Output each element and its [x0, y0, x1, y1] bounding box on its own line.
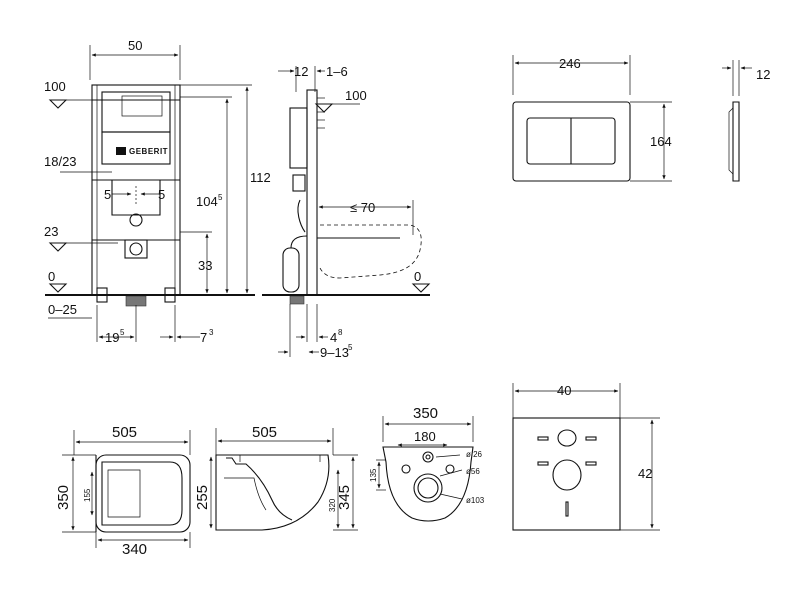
frame-width-label: 50	[128, 38, 142, 53]
frame-height-total-label: 112	[250, 170, 271, 185]
wc-side-height-label: 255	[194, 485, 211, 510]
frame-bottom-left-sup: 5	[120, 328, 125, 337]
mat-width-label: 40	[557, 383, 571, 398]
brand-logo-icon	[116, 147, 126, 155]
side-projection-label: ≤ 70	[350, 200, 375, 215]
frame-level-mid-label: 23	[44, 224, 58, 239]
wc-side-height-total-label: 345	[336, 485, 353, 510]
frame-height-inlet-label: 33	[198, 258, 212, 273]
wc-back-height-holes-label: 135	[369, 468, 378, 482]
wc-top-outline	[95, 454, 191, 533]
wc-top-inner-dim-label: 155	[83, 488, 92, 502]
frame-bottom-left-label: 19	[105, 330, 119, 345]
wc-side-view: 505 255 320 345	[194, 424, 358, 531]
wc-top-width-label: 350	[55, 485, 72, 510]
wc-side-outline	[215, 454, 330, 531]
wc-back-hole-dia-large-label: ø103	[466, 496, 485, 505]
side-depth-top-label: 12	[294, 64, 308, 79]
mat-height-label: 42	[638, 466, 652, 481]
flush-plate-side-view: 12	[722, 60, 770, 182]
plate-depth-label: 12	[756, 67, 770, 82]
wc-side-length-label: 505	[252, 424, 277, 441]
frame-height-top-sup: 5	[218, 193, 223, 202]
side-level-top-label: 100	[345, 88, 367, 103]
wc-side-height-mid-label: 320	[328, 498, 337, 512]
frame-level-top-label: 100	[44, 79, 66, 94]
frame-bottom-right-sup: 3	[209, 328, 214, 337]
side-bottom-b-label: 9–13	[320, 345, 349, 360]
mat-outline	[512, 417, 621, 531]
frame-height-top-label: 104	[196, 194, 218, 209]
flush-plate-front-view: 246 164	[512, 55, 672, 182]
frame-inner-left-label: 5	[104, 187, 111, 202]
frame-inner-right-label: 5	[158, 187, 165, 202]
frame-bottom-right-label: 7	[200, 330, 207, 345]
plate-outline	[512, 101, 631, 182]
wc-top-length-label: 505	[112, 424, 137, 441]
wc-back-hole-spacing-label: 180	[414, 429, 436, 444]
brand-label: GEBERIT	[129, 147, 168, 156]
wc-back-hole-dia-small-label: ø 26	[466, 450, 483, 459]
wc-back-hole-dia-mid-label: ø56	[466, 467, 480, 476]
wc-top-view: 505 350 155 340	[55, 424, 191, 558]
sound-mat-view: 40 42	[512, 383, 660, 531]
wc-back-outline	[382, 446, 474, 522]
frame-side-view: 12 1–6 100 ≤ 70 0	[262, 64, 431, 360]
wc-back-width-label: 350	[413, 405, 438, 422]
frame-level-floor-label: 0	[48, 269, 55, 284]
side-depth-range-label: 1–6	[326, 64, 348, 79]
side-level-floor-label: 0	[414, 269, 421, 284]
side-bottom-a-label: 4	[330, 330, 337, 345]
side-bottom-b-sup: 5	[348, 343, 353, 352]
frame-front-view: 50 GEBERIT 100 18/23 5 5	[44, 38, 271, 345]
frame-range-spacing-label: 18/23	[44, 154, 77, 169]
wc-top-inner-width-label: 340	[122, 541, 147, 558]
side-bottom-a-sup: 8	[338, 328, 343, 337]
plate-width-label: 246	[559, 56, 581, 71]
plate-height-label: 164	[650, 134, 672, 149]
frame-floor-range-label: 0–25	[48, 302, 77, 317]
wc-back-view: 350 180 ø 26 ø56 ø103 135	[369, 405, 485, 522]
